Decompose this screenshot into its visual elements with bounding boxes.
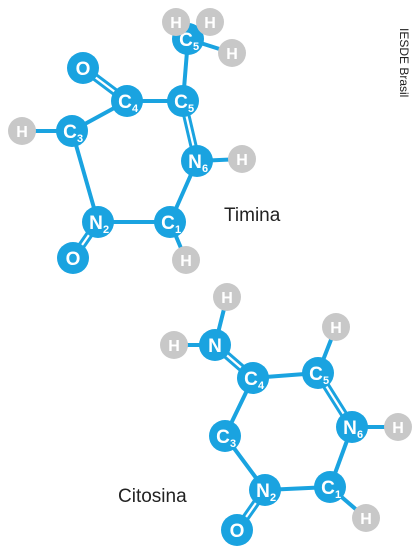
atom-symbol: C xyxy=(244,369,258,390)
atom-index: 1 xyxy=(335,489,341,501)
atom-citosina-O: O xyxy=(221,514,253,546)
atom-symbol: H xyxy=(226,46,238,63)
atom-symbol: C xyxy=(216,427,230,448)
atom-symbol: H xyxy=(221,290,233,307)
atom-symbol: N xyxy=(89,213,103,234)
atom-symbol: N xyxy=(256,481,270,502)
atom-symbol: H xyxy=(330,320,342,337)
atom-index: 5 xyxy=(193,41,199,53)
atom-index: 5 xyxy=(323,375,329,387)
atom-symbol: O xyxy=(230,521,245,542)
atom-symbol: O xyxy=(76,59,91,80)
atom-timina-H_m3: H xyxy=(218,39,246,67)
atom-symbol: H xyxy=(168,338,180,355)
atom-citosina-H_c1: H xyxy=(352,504,380,532)
atom-symbol: H xyxy=(170,15,182,32)
atom-timina-O_top: O xyxy=(67,52,99,84)
atom-index: 5 xyxy=(188,103,194,115)
atom-index: 4 xyxy=(258,380,265,392)
atom-symbol: H xyxy=(236,152,248,169)
caption-timina: Timina xyxy=(224,205,281,226)
caption-citosina: Citosina xyxy=(118,486,187,507)
atom-timina-O_bot: O xyxy=(57,242,89,274)
atom-timina-H_m2: H xyxy=(196,8,224,36)
atom-symbol: N xyxy=(188,152,202,173)
atom-citosina-H_c5: H xyxy=(322,313,350,341)
atom-symbol: C xyxy=(179,30,193,51)
atom-symbol: H xyxy=(16,124,28,141)
atom-symbol: H xyxy=(392,420,404,437)
atom-index: 6 xyxy=(202,163,208,175)
atom-citosina-H_nl: H xyxy=(160,331,188,359)
atom-symbol: H xyxy=(204,15,216,32)
atom-citosina-H_nt: H xyxy=(213,283,241,311)
atom-citosina-N_am: N xyxy=(199,329,231,361)
atom-index: 3 xyxy=(230,438,236,450)
credit-text: IESDE Brasil xyxy=(397,28,411,98)
atom-timina-H_c3: H xyxy=(8,117,36,145)
atom-symbol: N xyxy=(343,418,357,439)
atom-index: 4 xyxy=(132,103,139,115)
atom-symbol: H xyxy=(180,253,192,270)
atom-symbol: C xyxy=(63,122,77,143)
atom-symbol: C xyxy=(161,213,175,234)
atom-index: 6 xyxy=(357,429,363,441)
atom-index: 3 xyxy=(77,133,83,145)
atom-timina-H_m1: H xyxy=(162,8,190,36)
atom-timina-H_c1: H xyxy=(172,246,200,274)
atom-symbol: C xyxy=(118,92,132,113)
atom-index: 1 xyxy=(175,224,181,236)
atom-symbol: C xyxy=(309,364,323,385)
atom-timina-H_n6: H xyxy=(228,145,256,173)
atom-index: 2 xyxy=(270,492,276,504)
atom-citosina-H_n6: H xyxy=(384,413,412,441)
atom-symbol: C xyxy=(174,92,188,113)
timina-bonds xyxy=(20,20,244,262)
atom-symbol: C xyxy=(321,478,335,499)
atom-symbol: H xyxy=(360,511,372,528)
bond-layer xyxy=(20,20,400,533)
atom-symbol: O xyxy=(66,249,81,270)
atom-symbol: N xyxy=(208,336,222,357)
atom-index: 2 xyxy=(103,224,109,236)
